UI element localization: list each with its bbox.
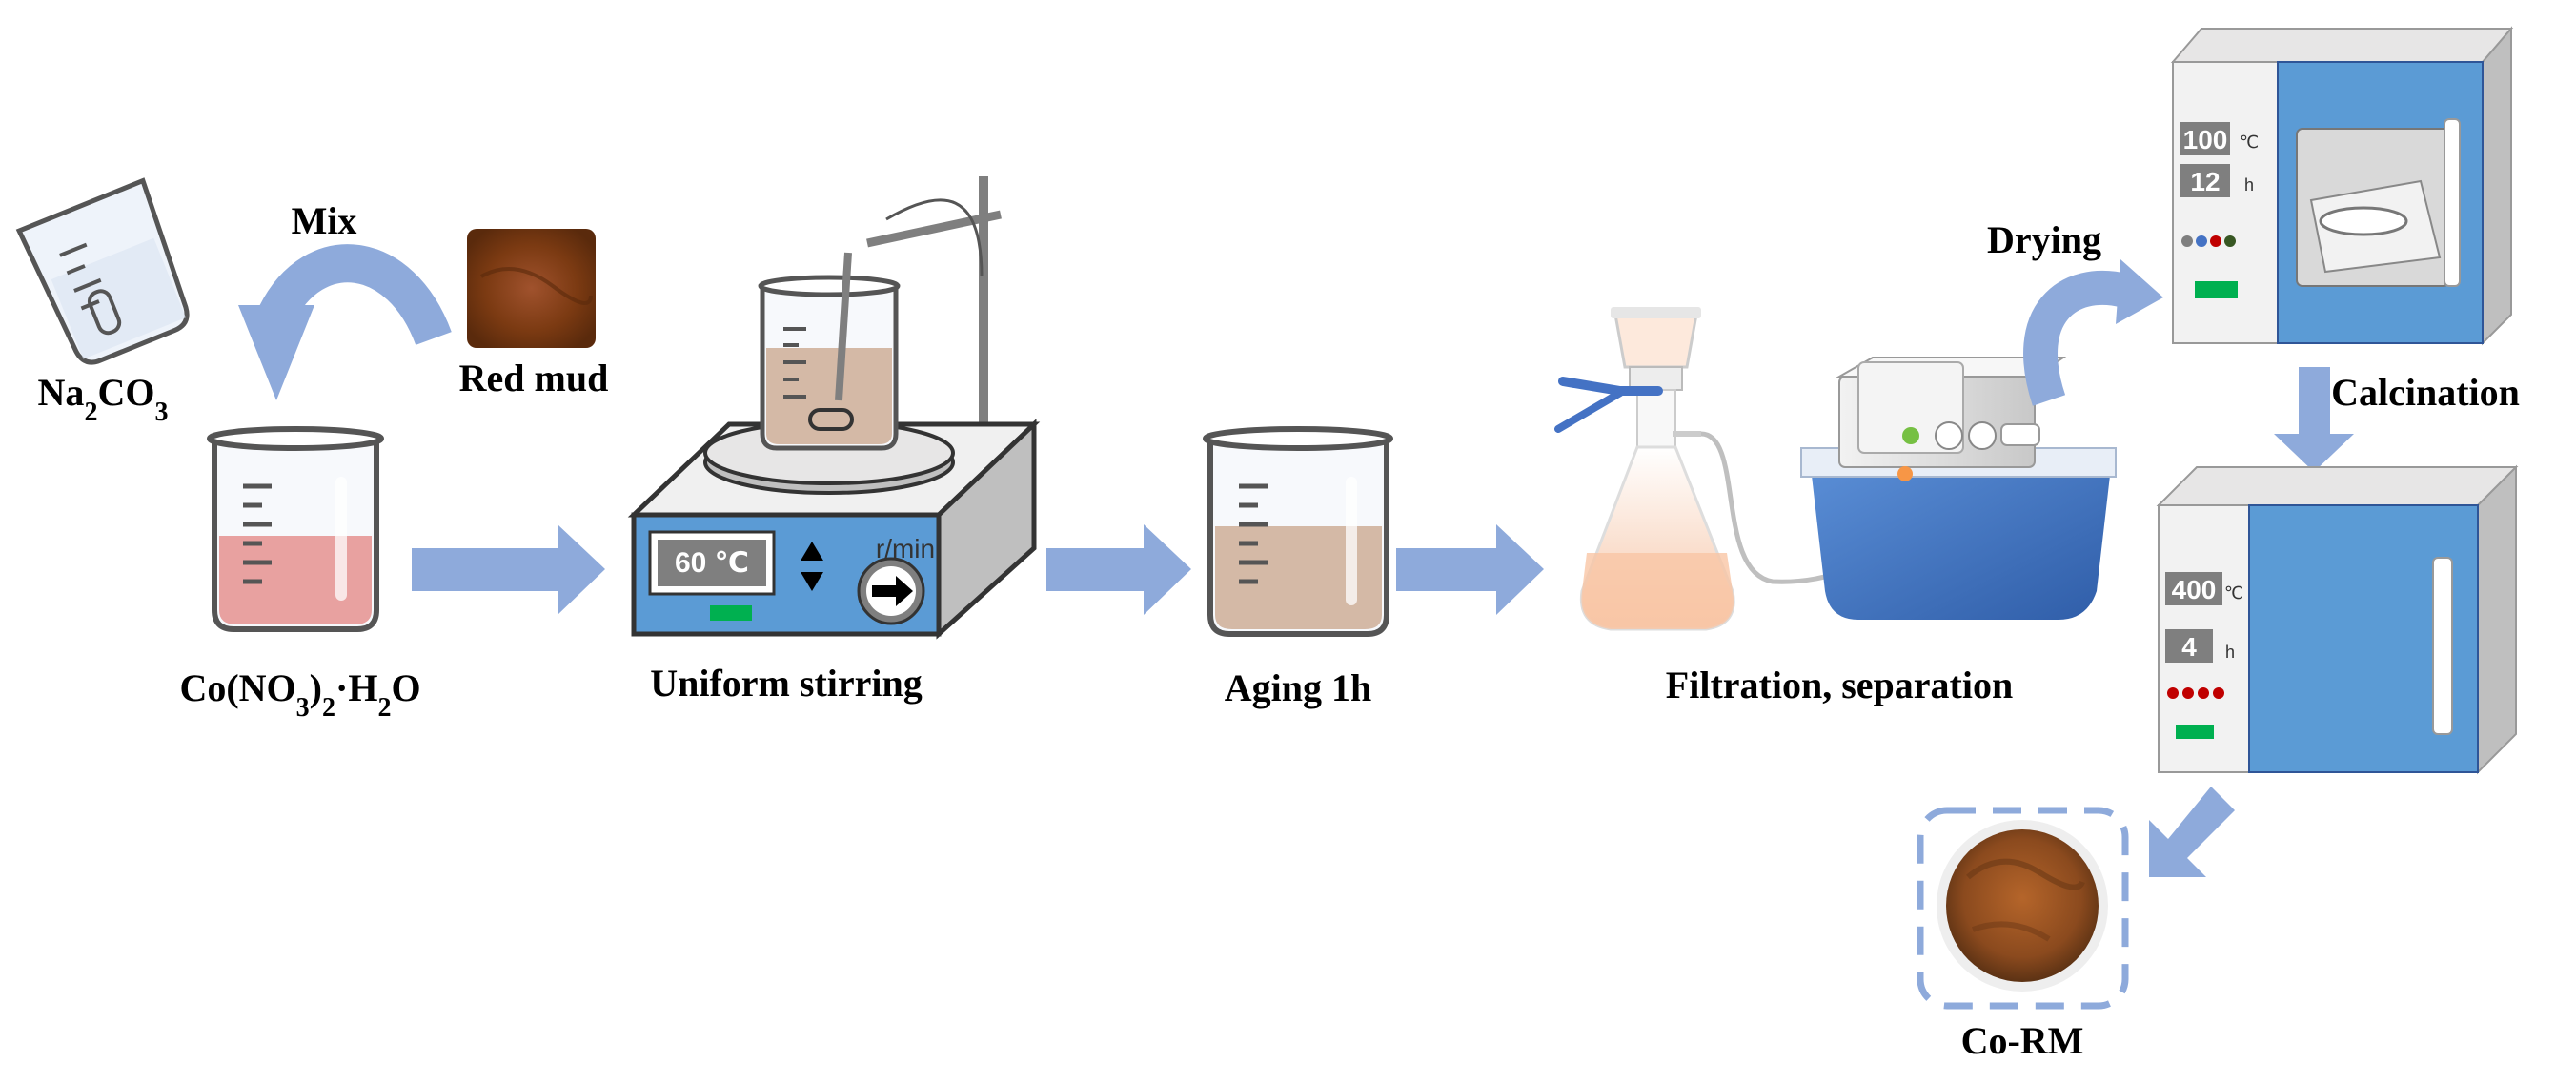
hotplate-stirrer-icon <box>627 176 1041 640</box>
flow-arrow-3 <box>1396 524 1544 615</box>
oven-time-unit: h <box>2244 175 2254 194</box>
cobalt-nitrate-label: Co(NO3)2·H2O <box>179 666 420 723</box>
petri-dish-icon <box>1917 807 2129 1010</box>
drying-label: Drying <box>1987 218 2101 261</box>
flow-arrow-2 <box>1046 524 1191 615</box>
drying-oven-icon <box>2170 26 2514 346</box>
filtration-label: Filtration, separation <box>1666 664 2013 706</box>
furnace-temp-value: 400 <box>2172 575 2217 604</box>
product-arrow <box>2149 787 2235 877</box>
stirrer-temp-display: 60 ℃ <box>675 547 749 579</box>
calcination-label: Calcination <box>2331 371 2520 414</box>
red-mud-label: Red mud <box>459 357 609 399</box>
furnace-time-value: 4 <box>2181 632 2197 662</box>
drying-curved-arrow <box>2023 259 2163 406</box>
red-mud-sample-icon <box>467 229 596 348</box>
calcination-arrow <box>2274 367 2354 472</box>
muffle-furnace-icon <box>2156 464 2519 775</box>
aging-beaker-icon <box>1203 426 1393 637</box>
na2co3-beaker-icon <box>15 177 190 365</box>
flow-arrow-1 <box>412 524 605 615</box>
uniform-stirring-label: Uniform stirring <box>650 662 923 705</box>
aging-label: Aging 1h <box>1225 666 1372 709</box>
furnace-time-unit: h <box>2225 643 2235 662</box>
na2co3-label: Na2CO3 <box>38 371 169 427</box>
oven-temp-value: 100 <box>2183 125 2228 154</box>
stirrer-speed-label: r/min <box>876 534 935 563</box>
product-label: Co-RM <box>1961 1019 2084 1062</box>
oven-temp-unit: ℃ <box>2240 133 2259 152</box>
furnace-temp-unit: ℃ <box>2224 583 2243 603</box>
mix-curved-arrow <box>238 244 452 400</box>
oven-time-value: 12 <box>2190 167 2220 196</box>
filter-flask-icon <box>1554 307 1735 631</box>
vacuum-pump-icon <box>1800 357 2117 620</box>
mix-label: Mix <box>292 199 357 242</box>
cobalt-nitrate-beaker-icon <box>207 426 384 632</box>
